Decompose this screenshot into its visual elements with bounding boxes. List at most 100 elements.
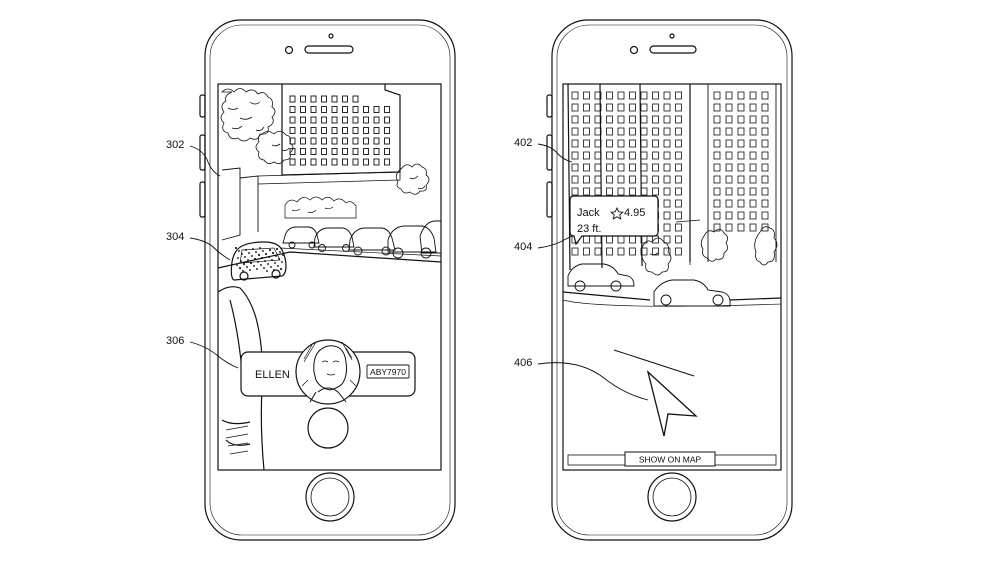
stipple-dot (247, 258, 250, 261)
window (737, 187, 745, 196)
window (725, 103, 733, 112)
stipple-dot (254, 257, 257, 260)
window (606, 103, 613, 112)
phone-right-home-button-ring (652, 477, 692, 517)
window (594, 115, 602, 124)
rider-tag[interactable]: Jack 4.95 23 ft. (569, 195, 659, 246)
window (321, 95, 327, 103)
stipple-dot (255, 251, 258, 254)
window (571, 247, 579, 256)
window (321, 127, 327, 134)
phone-right-speaker[interactable] (649, 45, 697, 54)
window (583, 187, 590, 196)
star-icon (610, 206, 624, 220)
window (749, 223, 757, 232)
window (594, 187, 602, 196)
phone-left-side-button-2[interactable] (199, 134, 206, 171)
window (675, 235, 682, 244)
window (749, 139, 757, 148)
window (640, 139, 648, 148)
window (300, 158, 306, 166)
window (384, 158, 390, 166)
window (289, 127, 296, 134)
window (384, 127, 390, 134)
phone-left-speaker[interactable] (304, 45, 354, 54)
window (629, 91, 636, 100)
window (310, 137, 317, 145)
phone-right-front-camera (629, 45, 639, 55)
direction-arrow-icon (646, 370, 698, 437)
stipple-dot (235, 247, 238, 250)
window (594, 163, 602, 172)
window (617, 163, 625, 172)
window (640, 115, 648, 124)
curved-building (567, 84, 691, 271)
tree-b (700, 228, 728, 262)
window (289, 116, 296, 124)
phone-right-side-button-1[interactable] (546, 94, 553, 118)
phone-right-home-button[interactable] (647, 472, 697, 522)
window (606, 127, 613, 136)
window (652, 127, 659, 136)
window (652, 187, 659, 196)
window (300, 95, 306, 103)
window (310, 127, 317, 134)
window (761, 139, 769, 148)
left-structure (221, 167, 259, 241)
parked-cars-right (567, 263, 731, 307)
window (761, 163, 769, 172)
phone-right-inner-edge (556, 24, 788, 536)
stipple-dot (239, 266, 242, 269)
window (725, 151, 733, 160)
window (749, 103, 757, 112)
leader-304 (189, 237, 231, 261)
phone-left-home-button[interactable] (305, 472, 355, 522)
show-on-map-button[interactable]: SHOW ON MAP (567, 451, 777, 467)
window (725, 187, 733, 196)
stipple-dot (256, 260, 259, 263)
window (342, 148, 348, 155)
window (640, 103, 648, 112)
window (342, 158, 348, 166)
window (321, 137, 327, 145)
driver-card[interactable]: ELLEN ABY7970 (240, 339, 416, 405)
ref-402: 402 (514, 137, 532, 149)
window (737, 139, 745, 148)
window (373, 158, 380, 166)
phone-left-side-button-1[interactable] (199, 94, 206, 118)
window (342, 106, 348, 113)
window (652, 247, 659, 256)
window (363, 137, 369, 145)
window (749, 115, 757, 124)
window (725, 223, 733, 232)
phone-right-side-button-3[interactable] (546, 181, 553, 218)
window (289, 158, 296, 166)
phone-left-front-sensor (328, 33, 334, 39)
stipple-dot (261, 250, 264, 253)
leader-306 (189, 341, 239, 369)
window (640, 163, 648, 172)
window (289, 106, 296, 113)
phone-left-side-button-3[interactable] (199, 181, 206, 218)
building (281, 84, 401, 176)
window (571, 151, 579, 160)
window (300, 148, 306, 155)
stipple-dot (263, 259, 266, 262)
stipple-dot (238, 250, 241, 253)
phone-right-side-button-2[interactable] (546, 134, 553, 171)
window (761, 115, 769, 124)
window (331, 127, 338, 134)
stipple-dot (277, 257, 280, 260)
window (737, 91, 745, 100)
tree-left (220, 88, 276, 142)
phone-left-home-button-ring (310, 477, 350, 517)
show-on-map-label: SHOW ON MAP (639, 455, 702, 465)
window (321, 106, 327, 113)
stipple-dot (276, 264, 279, 267)
window (725, 199, 733, 208)
window (725, 127, 733, 136)
window (737, 127, 745, 136)
window (713, 151, 721, 160)
shutter-button[interactable] (307, 407, 349, 449)
window (384, 137, 390, 145)
